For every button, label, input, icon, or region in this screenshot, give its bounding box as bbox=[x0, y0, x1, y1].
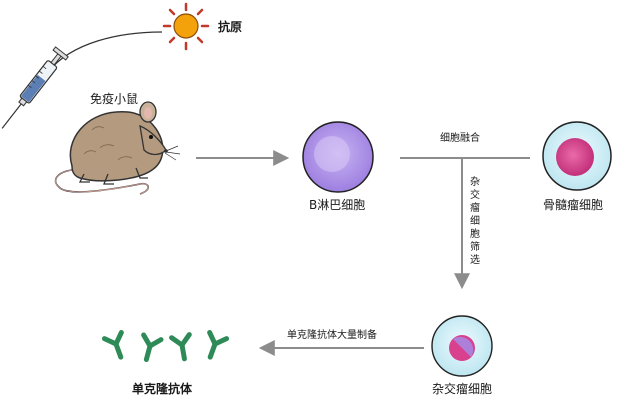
antigen-label: 抗原 bbox=[218, 20, 243, 34]
b-cell-label: B淋巴细胞 bbox=[309, 198, 366, 212]
sun-antigen-icon bbox=[162, 2, 210, 51]
myeloma-label: 骨髓瘤细胞 bbox=[543, 198, 604, 212]
mouse-icon bbox=[54, 101, 181, 195]
syringe-icon bbox=[1, 46, 69, 129]
antibody-label: 单克隆抗体 bbox=[132, 382, 193, 396]
hybridoma-label: 杂交瘤细胞 bbox=[432, 382, 493, 396]
screening-label: 杂交瘤细胞筛选 bbox=[470, 177, 480, 266]
hybridoma-cell bbox=[431, 315, 493, 377]
antigen-to-syringe-arrow bbox=[46, 31, 163, 74]
fusion-label: 细胞融合 bbox=[440, 133, 480, 144]
myeloma-cell bbox=[542, 121, 612, 191]
production-label: 单克隆抗体大量制备 bbox=[287, 330, 377, 341]
antibody-icon bbox=[101, 329, 230, 363]
b-cell bbox=[302, 121, 374, 193]
mouse-label: 免疫小鼠 bbox=[90, 92, 139, 106]
